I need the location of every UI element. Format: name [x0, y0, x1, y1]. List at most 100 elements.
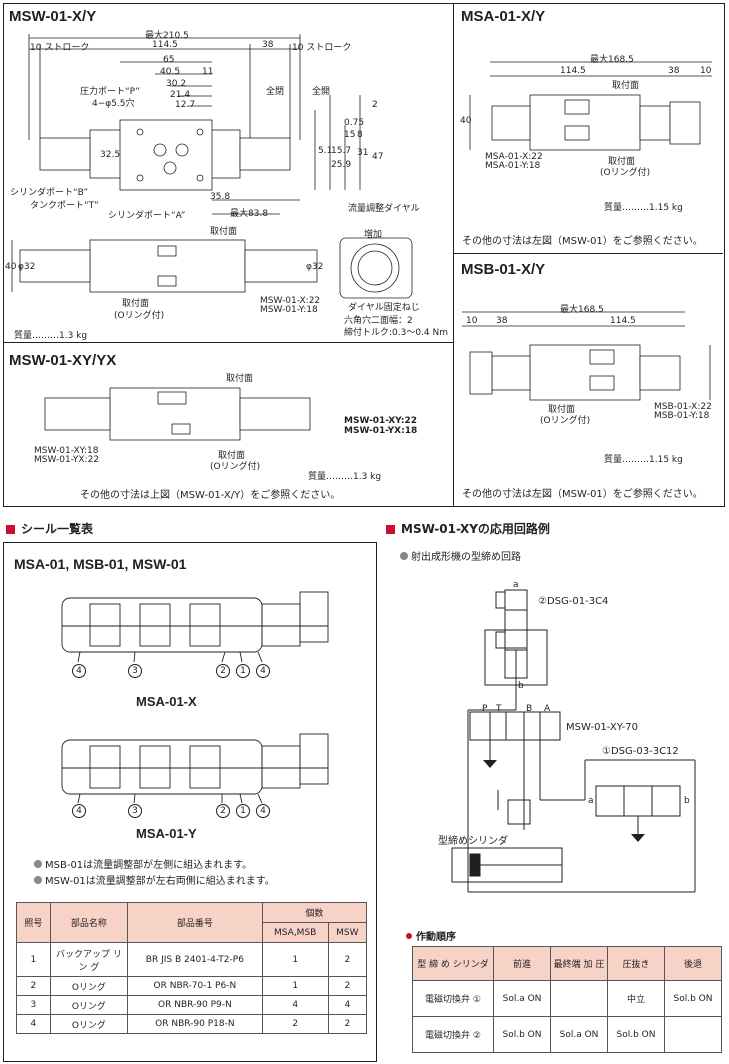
bullet-icon	[34, 860, 42, 868]
label-tank-t: タンクポート“T”	[30, 201, 99, 211]
th-part: 部品番号	[126, 902, 263, 943]
label-mount-face-top: 取付面	[210, 227, 238, 237]
msb-xy-title: MSB-01-X/Y	[461, 261, 546, 278]
model-x: MSW-01-X:22	[260, 296, 321, 306]
label-full-open: 全開	[312, 87, 331, 97]
callout-x-1: 1	[236, 664, 250, 678]
label-dial: 流量調整ダイヤル	[348, 204, 420, 214]
msb-model-x: MSB-01-X:22	[654, 402, 712, 412]
valve2-b-label: b	[518, 681, 524, 691]
label-torque: 締付トルク:0.3〜0.4 Nm	[344, 328, 449, 338]
dim-30-2: 30.2	[166, 79, 187, 89]
th-name: 部品名称	[49, 902, 128, 943]
seq-cell: Sol.b ON	[607, 1016, 665, 1053]
dim-12-7: 12.7	[175, 100, 196, 110]
seq-row-label: 電磁切換弁 ①	[412, 980, 494, 1017]
msw-xy-mass: 質量………1.3 kg	[14, 331, 88, 341]
square-bullet-icon	[386, 525, 395, 534]
seq-cell	[550, 980, 608, 1017]
callout-y-2: 2	[216, 804, 230, 818]
cell-part: BR JIS B 2401-4-T2-P6	[126, 942, 263, 977]
port-b: B	[526, 704, 533, 714]
dim-65: 65	[163, 55, 175, 65]
msw-xy-title: MSW-01-X/Y	[9, 8, 97, 25]
caption-msa-y: MSA-01-Y	[136, 826, 197, 841]
dim-21-4: 21.4	[170, 90, 191, 100]
valve1-b-label: b	[684, 796, 690, 806]
right-divider	[453, 253, 723, 254]
msa-note: その他の寸法は左図（MSW-01）をご参照ください。	[462, 236, 703, 247]
dim-stroke-right: 10 ストローク	[292, 43, 352, 53]
cell-a: 4	[261, 995, 329, 1015]
port-a: A	[544, 704, 551, 714]
dim-114-5: 114.5	[152, 40, 178, 50]
xy-model-xy-left: MSW-01-XY:18	[34, 446, 99, 456]
th-no: 照号	[16, 902, 51, 943]
bullet-icon	[34, 876, 42, 884]
cell-a: 1	[261, 976, 329, 996]
seq-cell: Sol.b ON	[664, 980, 722, 1017]
label-oring: (Oリング付)	[114, 311, 165, 321]
label-dial-screw: ダイヤル固定ねじ	[348, 303, 420, 313]
dim-phi32-right: φ32	[306, 262, 324, 272]
msa-oring: (Oリング付)	[600, 168, 651, 178]
msb-38: 38	[496, 316, 508, 326]
sequence-table: 型 締 め シリンダ 前進 最終端 加 圧 圧抜き 後退 電磁切換弁 ① Sol…	[412, 946, 722, 1053]
seq-cell	[664, 1016, 722, 1053]
callout-x-4a: 4	[72, 664, 86, 678]
seq-th-2: 最終端 加 圧	[550, 946, 608, 981]
msa-max: 最大168.5	[590, 55, 634, 65]
dim-40: 40	[5, 262, 17, 272]
table-row: 電磁切換弁 ② Sol.b ON Sol.a ON Sol.b ON	[412, 1016, 722, 1053]
msa-model-y: MSA-01-Y:18	[485, 161, 541, 171]
caption-msa-x: MSA-01-X	[136, 694, 197, 709]
seq-th-3: 圧抜き	[607, 946, 665, 981]
xy-oring: (Oリング付)	[210, 462, 261, 472]
msa-114-5: 114.5	[560, 66, 586, 76]
dim-8: 8	[357, 130, 363, 140]
seal-parts-table: 照号 部品名称 部品番号 個数 MSA,MSB MSW 1 バックアップ リ ン…	[16, 902, 368, 1034]
cell-part: OR NBR-90 P18-N	[126, 1014, 263, 1034]
seq-th-1: 前進	[493, 946, 551, 981]
cell-part: OR NBR-90 P9-N	[126, 995, 263, 1015]
label-pressure-port: 圧力ポート“P”	[80, 87, 140, 97]
msw-xy-yx-title: MSW-01-XY/YX	[9, 352, 117, 369]
table-row: 電磁切換弁 ① Sol.a ON 中立 Sol.b ON	[412, 980, 722, 1017]
dim-phi32-left: φ32	[18, 262, 36, 272]
main-valve-label: MSW-01-XY-70	[566, 722, 639, 733]
th-qty: 個数	[261, 902, 368, 923]
dim-max-83-8: 最大83.8	[230, 209, 269, 219]
seal-heading: シール一覧表	[6, 520, 93, 537]
seq-th-4: 後退	[664, 946, 722, 981]
cylinder-label: 型締めシリンダ	[438, 836, 508, 847]
label-mount-face-bottom: 取付面	[122, 299, 150, 309]
table-row: 4 Oリング OR NBR-90 P18-N 2 2	[16, 1014, 368, 1034]
cell-a: 2	[261, 1014, 329, 1034]
model-y: MSW-01-Y:18	[260, 305, 318, 315]
valve1-label: ①DSG-03-3C12	[602, 746, 679, 757]
valve2-a-label: a	[513, 580, 519, 590]
dim-40-5: 40.5	[160, 67, 181, 77]
cell-name: Oリング	[49, 976, 128, 996]
seq-th-0: 型 締 め シリンダ	[412, 946, 494, 981]
dim-2: 2	[372, 100, 378, 110]
seq-cell: Sol.a ON	[550, 1016, 608, 1053]
msa-model-x: MSA-01-X:22	[485, 152, 543, 162]
valve2-label: ②DSG-01-3C4	[538, 596, 609, 607]
xy-model-yx-right: MSW-01-YX:18	[344, 426, 418, 436]
dim-35-8: 35.8	[210, 192, 231, 202]
seq-row-label: 電磁切換弁 ②	[412, 1016, 494, 1053]
dim-31: 31	[357, 148, 369, 158]
label-cyl-a: シリンダポート“A”	[108, 211, 186, 221]
dimension-drawings-frame	[3, 3, 725, 507]
dim-15-7: 15.7	[331, 146, 352, 156]
msb-mass: 質量………1.15 kg	[604, 455, 683, 465]
column-divider	[453, 3, 454, 506]
dim-11: 11	[202, 67, 214, 77]
callout-y-4b: 4	[256, 804, 270, 818]
msb-114-5: 114.5	[610, 316, 636, 326]
valve1-a-label: a	[588, 796, 594, 806]
